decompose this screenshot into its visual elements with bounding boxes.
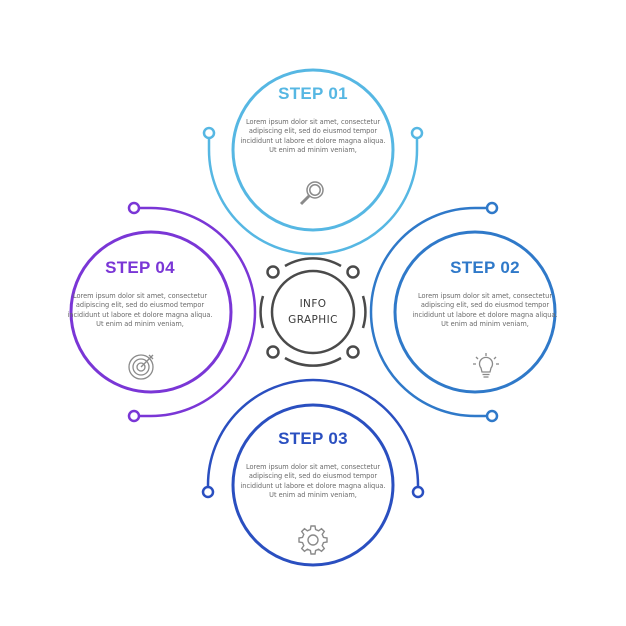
step-02-arc (369, 206, 489, 418)
center-label-line2: GRAPHIC (288, 314, 338, 326)
center-hub (259, 257, 367, 367)
step-01-arc (207, 134, 419, 256)
step-04-dot-top (127, 201, 141, 215)
center-label-line1: INFO (299, 298, 327, 310)
step-03-dot-right (411, 485, 425, 499)
step-01-circle (231, 68, 395, 232)
step-01-title: STEP 01 (278, 84, 348, 103)
step-04-arc (137, 206, 257, 418)
step-01-shape (202, 68, 424, 256)
center-node-top-left (266, 265, 280, 279)
step-02-shape (369, 201, 557, 423)
step-02-dot-bottom (485, 409, 499, 423)
gear-icon (296, 523, 330, 557)
center-node-bottom-right (346, 345, 360, 359)
step-04-title: STEP 04 (105, 258, 175, 277)
step-03-arc (206, 378, 420, 489)
step-04: STEP 04 Lorem ipsum dolor sit amet, cons… (65, 258, 215, 330)
step-01-body: Lorem ipsum dolor sit amet, consectetur … (240, 118, 386, 155)
center-node-bottom-left (266, 345, 280, 359)
step-04-shape (69, 201, 257, 423)
step-04-circle (69, 230, 233, 394)
step-04-dot-bottom (127, 409, 141, 423)
center-node-top-right (346, 265, 360, 279)
step-04-body: Lorem ipsum dolor sit amet, consectetur … (67, 292, 213, 329)
center-inner-ring (270, 269, 356, 355)
step-02-body: Lorem ipsum dolor sit amet, consectetur … (412, 292, 558, 329)
step-03-dot-left (201, 485, 215, 499)
target-icon (124, 350, 158, 384)
step-03-shape (201, 378, 425, 567)
lightbulb-icon (469, 350, 503, 384)
step-02-circle (393, 230, 557, 394)
step-03: STEP 03 Lorem ipsum dolor sit amet, cons… (238, 429, 388, 501)
step-01: STEP 01 Lorem ipsum dolor sit amet, cons… (238, 84, 388, 156)
step-03-circle (231, 403, 395, 567)
step-01-dot-left (202, 126, 216, 140)
center-outer-ring (259, 257, 367, 367)
step-02-title: STEP 02 (450, 258, 520, 277)
step-03-body: Lorem ipsum dolor sit amet, consectetur … (240, 463, 386, 500)
step-02: STEP 02 Lorem ipsum dolor sit amet, cons… (410, 258, 560, 330)
magnifier-icon (296, 176, 330, 210)
center-label: INFO GRAPHIC (273, 296, 353, 328)
step-03-title: STEP 03 (278, 429, 348, 448)
step-01-dot-right (410, 126, 424, 140)
step-02-dot-top (485, 201, 499, 215)
